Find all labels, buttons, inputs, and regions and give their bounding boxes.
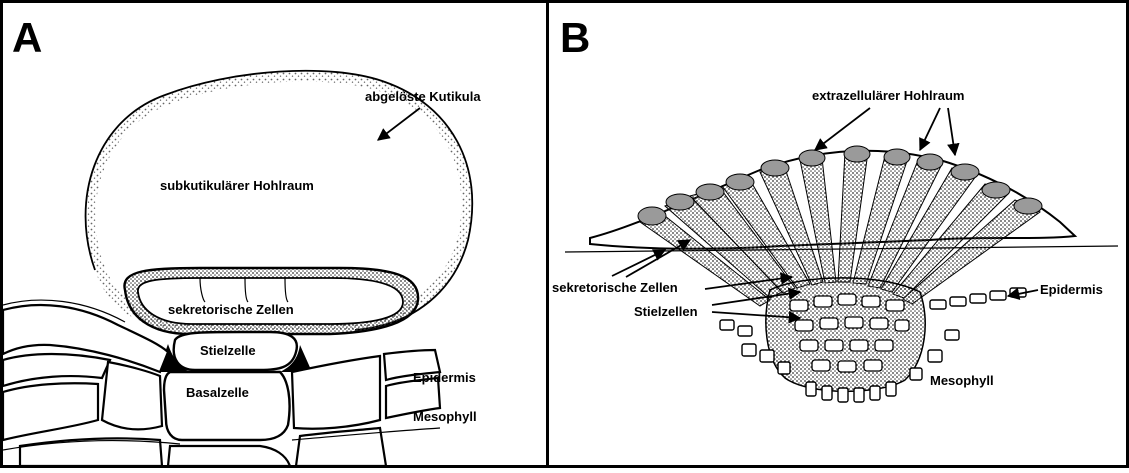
label-subcuticular-cavity: subkutikulärer Hohlraum: [160, 178, 314, 193]
label-stalk-cells-b: Stielzellen: [634, 304, 698, 319]
arrow-cavity-2: [920, 108, 940, 150]
panel-a: A: [3, 14, 481, 466]
arrow-cavity-1: [815, 108, 870, 150]
panel-b-label: B: [560, 14, 590, 61]
label-stalk-cell: Stielzelle: [200, 343, 256, 358]
label-epidermis-a: Epidermis: [413, 370, 476, 385]
label-extracellular-cavity: extrazellulärer Hohlraum: [812, 88, 964, 103]
arrow-cavity-3: [948, 108, 955, 155]
panel-b: B: [552, 14, 1118, 402]
label-secretory-cells-a: sekretorische Zellen: [168, 302, 294, 317]
label-mesophyll-a: Mesophyll: [413, 409, 477, 424]
panel-a-label: A: [12, 14, 42, 61]
label-secretory-cells-b: sekretorische Zellen: [552, 280, 678, 295]
secretory-cells-a: [124, 268, 418, 334]
arrow-secretory-1: [612, 250, 665, 276]
basal-cell: [164, 372, 290, 440]
label-detached-cuticle: abgelöste Kutikula: [365, 89, 481, 104]
label-mesophyll-b: Mesophyll: [930, 373, 994, 388]
label-epidermis-b: Epidermis: [1040, 282, 1103, 297]
label-basal-cell: Basalzelle: [186, 385, 249, 400]
stalk-cells-b: [766, 278, 925, 392]
